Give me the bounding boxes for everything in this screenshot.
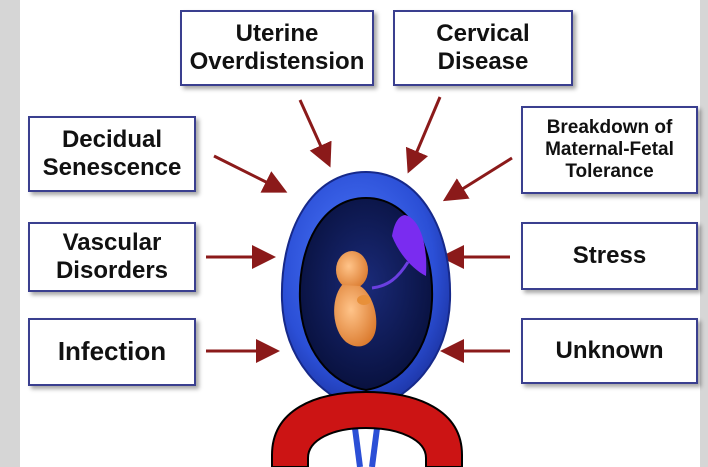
label-infection: Infection bbox=[58, 337, 166, 367]
arrow-uterine-overdistension bbox=[300, 100, 328, 162]
label-decidual-senescence: Decidual Senescence bbox=[43, 126, 182, 181]
label-breakdown-tolerance: Breakdown of Maternal-Fetal Tolerance bbox=[545, 117, 674, 183]
arrow-cervical-disease bbox=[410, 97, 440, 168]
box-stress: Stress bbox=[521, 222, 698, 290]
label-uterine-overdistension: Uterine Overdistension bbox=[190, 20, 365, 75]
arrow-breakdown-tolerance bbox=[448, 158, 512, 198]
box-vascular-disorders: Vascular Disorders bbox=[28, 222, 196, 292]
box-breakdown-tolerance: Breakdown of Maternal-Fetal Tolerance bbox=[521, 106, 698, 194]
box-infection: Infection bbox=[28, 318, 196, 386]
box-uterine-overdistension: Uterine Overdistension bbox=[180, 10, 374, 86]
label-stress: Stress bbox=[573, 242, 646, 270]
cervix-arch bbox=[272, 392, 462, 467]
label-vascular-disorders: Vascular Disorders bbox=[56, 229, 168, 284]
box-decidual-senescence: Decidual Senescence bbox=[28, 116, 196, 192]
label-cervical-disease: Cervical Disease bbox=[436, 20, 529, 75]
label-unknown: Unknown bbox=[556, 337, 664, 365]
box-unknown: Unknown bbox=[521, 318, 698, 384]
arrow-decidual-senescence bbox=[214, 156, 282, 190]
box-cervical-disease: Cervical Disease bbox=[393, 10, 573, 86]
